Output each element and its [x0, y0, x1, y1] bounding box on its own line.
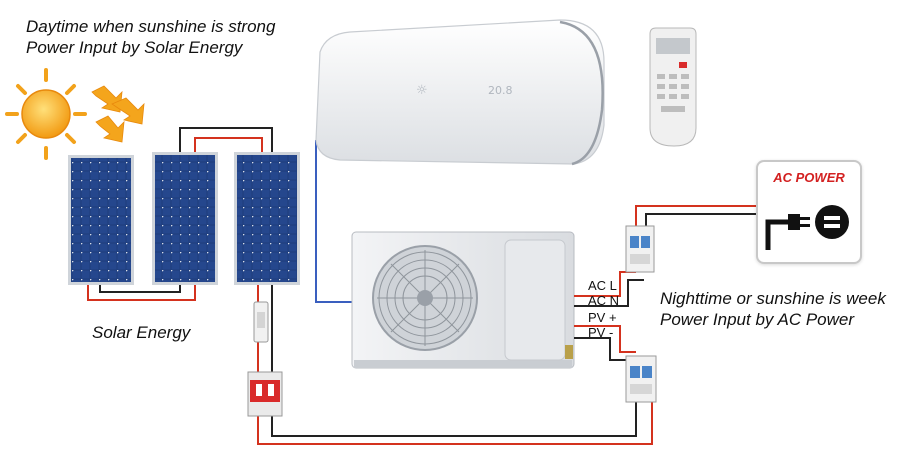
pv-fuse: [253, 301, 269, 343]
wire-label-pv-minus: PV -: [588, 325, 614, 340]
power-plug-icon: [765, 205, 849, 250]
outdoor-unit: [351, 231, 575, 369]
wire-label-ac-n: AC N: [588, 293, 620, 308]
nighttime-line-1: Nighttime or sunshine is week: [660, 289, 886, 308]
indoor-unit: ☼ 20.8: [315, 19, 605, 166]
ac-power-title: AC POWER: [773, 170, 845, 185]
sun-ray-arrows: [91, 85, 145, 143]
daytime-line-2: Power Input by Solar Energy: [26, 38, 243, 57]
solar-panel-1: [68, 155, 134, 285]
ac-breaker: [625, 225, 655, 273]
solar-energy-label: Solar Energy: [92, 323, 191, 342]
svg-text:20.8: 20.8: [488, 84, 513, 97]
wire-label-ac-l: AC L: [588, 278, 617, 293]
solar-panel-3: [234, 152, 300, 285]
svg-text:☼: ☼: [416, 83, 428, 98]
sun-icon: [5, 68, 87, 160]
nighttime-caption: Nighttime or sunshine is week Power Inpu…: [660, 288, 886, 330]
daytime-line-1: Daytime when sunshine is strong: [26, 17, 276, 36]
nighttime-line-2: Power Input by AC Power: [660, 310, 855, 329]
surge-protector: [247, 371, 283, 417]
ac-power-box: AC POWER: [756, 160, 862, 264]
pv-breaker: [625, 355, 657, 403]
remote-control: [649, 27, 697, 147]
solar-panel-2: [152, 152, 218, 285]
daytime-caption: Daytime when sunshine is strong Power In…: [26, 16, 275, 58]
wire-label-pv-plus: PV +: [588, 310, 617, 325]
